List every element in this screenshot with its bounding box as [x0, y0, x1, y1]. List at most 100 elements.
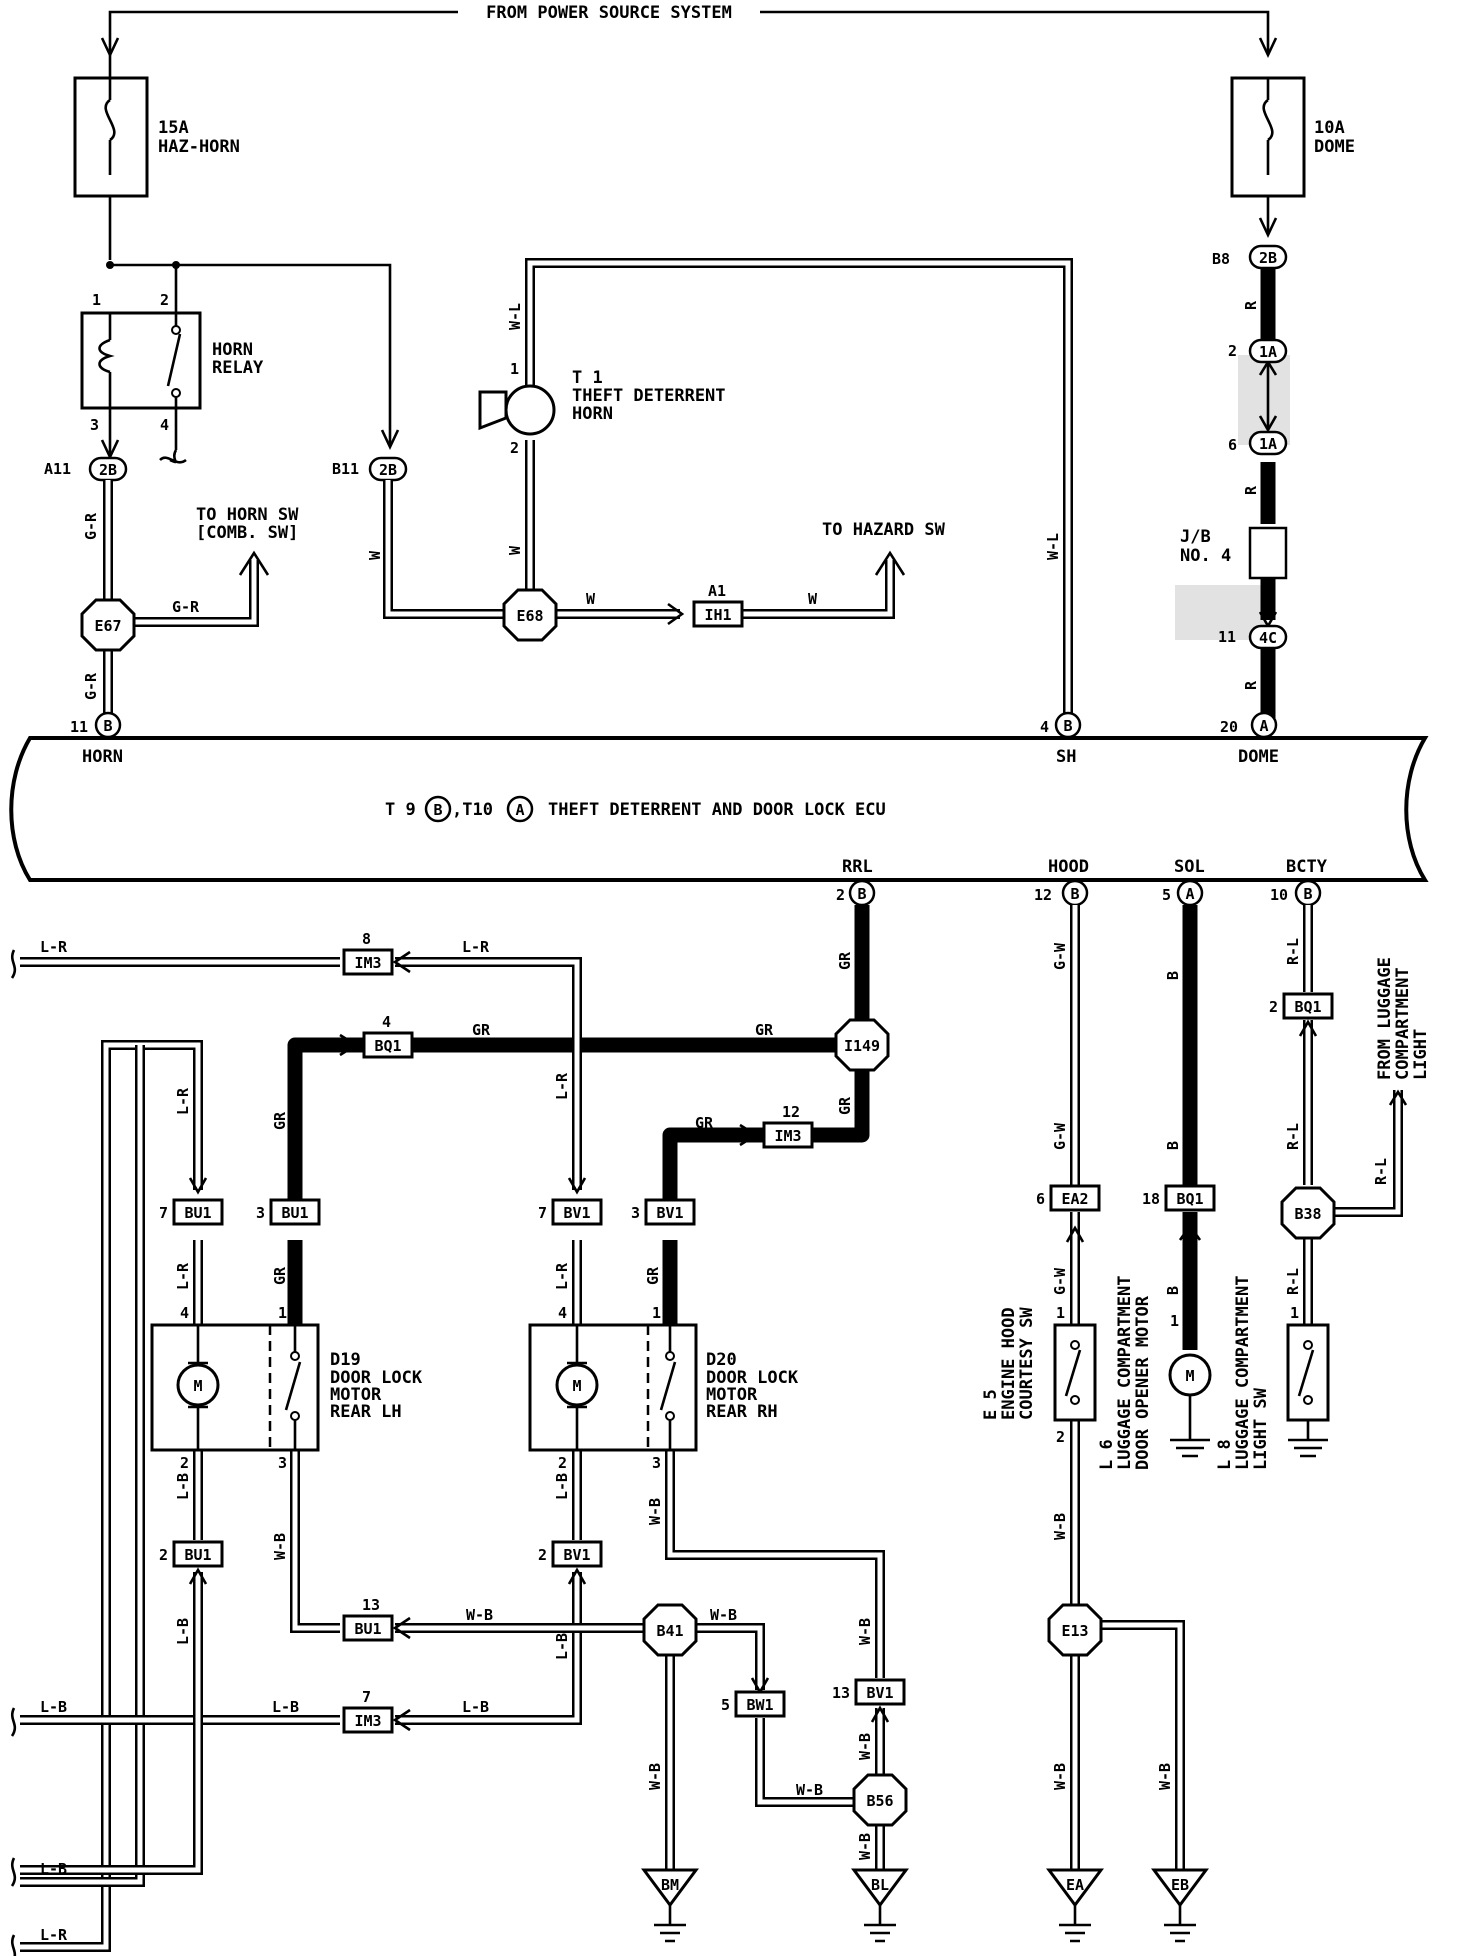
- svg-text:7: 7: [362, 1688, 371, 1706]
- svg-text:B: B: [857, 885, 866, 903]
- svg-text:W-B: W-B: [466, 1606, 493, 1624]
- svg-text:B38: B38: [1294, 1205, 1321, 1223]
- svg-text:A: A: [515, 801, 524, 819]
- svg-text:BU1: BU1: [281, 1204, 308, 1222]
- svg-text:L-R: L-R: [553, 1072, 571, 1100]
- svg-text:L-B: L-B: [553, 1473, 571, 1500]
- dome-feed: R R R J/B NO. 4: [1175, 268, 1290, 720]
- ground-bm: BM: [641, 1868, 699, 1943]
- svg-text:1A: 1A: [1259, 343, 1277, 361]
- svg-text:2B: 2B: [99, 461, 117, 479]
- svg-text:L-R: L-R: [553, 1262, 571, 1290]
- svg-text:R: R: [1242, 485, 1260, 495]
- svg-text:12: 12: [1034, 886, 1052, 904]
- svg-text:L-B: L-B: [40, 1698, 67, 1716]
- svg-text:NO. 4: NO. 4: [1180, 546, 1231, 566]
- svg-text:4: 4: [558, 1304, 567, 1322]
- svg-text:B: B: [1063, 717, 1072, 735]
- svg-text:W-B: W-B: [856, 1618, 874, 1645]
- svg-text:BCTY: BCTY: [1286, 857, 1328, 877]
- svg-text:GR: GR: [271, 1111, 289, 1130]
- connector-b11: B11 2B: [332, 456, 408, 482]
- relay-pin-3: 3: [90, 416, 99, 434]
- svg-text:T 1: T 1: [572, 368, 603, 388]
- svg-text:1: 1: [1170, 1312, 1179, 1330]
- svg-text:R-L: R-L: [1284, 1123, 1302, 1150]
- svg-text:18: 18: [1142, 1190, 1160, 1208]
- svg-text:GR: GR: [836, 951, 854, 970]
- svg-text:BV1: BV1: [563, 1204, 590, 1222]
- svg-text:REAR LH: REAR LH: [330, 1402, 402, 1422]
- svg-text:A1: A1: [708, 582, 726, 600]
- svg-text:BQ1: BQ1: [1294, 998, 1321, 1016]
- svg-text:A: A: [1259, 717, 1268, 735]
- svg-text:6: 6: [1228, 436, 1237, 454]
- fuse-dome-amp: 10A: [1314, 118, 1345, 138]
- svg-text:E68: E68: [516, 607, 543, 625]
- connector-b8: B8 2B: [1212, 244, 1288, 270]
- svg-text:R: R: [1242, 680, 1260, 690]
- svg-text:BU1: BU1: [184, 1204, 211, 1222]
- svg-text:COURTESY SW: COURTESY SW: [1017, 1307, 1037, 1420]
- svg-text:GR: GR: [644, 1266, 662, 1285]
- svg-text:B56: B56: [866, 1792, 893, 1810]
- svg-text:M: M: [572, 1377, 581, 1395]
- connector-c11: 11 4C: [1218, 624, 1288, 650]
- svg-text:7: 7: [538, 1204, 547, 1222]
- svg-text:B41: B41: [656, 1622, 683, 1640]
- svg-text:2: 2: [180, 1454, 189, 1472]
- svg-text:A: A: [1185, 885, 1194, 903]
- to-horn-sw-2: [COMB. SW]: [196, 523, 298, 543]
- svg-text:2: 2: [836, 886, 845, 904]
- svg-text:B: B: [1303, 885, 1312, 903]
- svg-text:GR: GR: [472, 1021, 491, 1039]
- connector-c6: 6 1A: [1228, 430, 1288, 456]
- fuse-haz-horn-amp: 15A: [158, 118, 189, 138]
- svg-text:5: 5: [721, 1696, 730, 1714]
- svg-text:L 6: L 6: [1097, 1439, 1117, 1470]
- svg-text:W-B: W-B: [271, 1533, 289, 1560]
- svg-text:THEFT DETERRENT AND DOOR LOCK: THEFT DETERRENT AND DOOR LOCK ECU: [548, 800, 886, 820]
- svg-text:L-R: L-R: [174, 1262, 192, 1290]
- svg-text:1: 1: [510, 360, 519, 378]
- svg-text:BU1: BU1: [184, 1546, 211, 1564]
- svg-text:2: 2: [1269, 998, 1278, 1016]
- svg-text:1: 1: [1056, 1304, 1065, 1322]
- svg-text:W-B: W-B: [646, 1763, 664, 1790]
- svg-text:,T10: ,T10: [452, 800, 493, 820]
- svg-text:IM3: IM3: [354, 1712, 381, 1730]
- svg-text:IM3: IM3: [774, 1127, 801, 1145]
- svg-text:3: 3: [631, 1204, 640, 1222]
- svg-text:12: 12: [782, 1103, 800, 1121]
- svg-text:FROM LUGGAGE: FROM LUGGAGE: [1375, 957, 1395, 1080]
- svg-text:B: B: [1070, 885, 1079, 903]
- svg-text:HORN: HORN: [572, 404, 613, 424]
- svg-text:7: 7: [159, 1204, 168, 1222]
- svg-text:IM3: IM3: [354, 954, 381, 972]
- svg-text:D19: D19: [330, 1350, 361, 1370]
- svg-text:W-B: W-B: [646, 1498, 664, 1525]
- svg-text:BQ1: BQ1: [374, 1037, 401, 1055]
- svg-text:GR: GR: [836, 1096, 854, 1115]
- fuse-haz-horn: 15A HAZ-HORN: [73, 55, 240, 260]
- splice-b41: B41: [642, 1603, 698, 1657]
- svg-text:IH1: IH1: [704, 606, 731, 624]
- svg-text:B: B: [103, 717, 112, 735]
- svg-text:SH: SH: [1056, 747, 1076, 767]
- svg-text:2: 2: [1056, 1428, 1065, 1446]
- svg-text:DOOR LOCK: DOOR LOCK: [330, 1368, 423, 1388]
- connector-bq1-2: BQ1 2: [1269, 992, 1334, 1020]
- svg-text:11: 11: [1218, 628, 1236, 646]
- svg-text:RRL: RRL: [842, 857, 873, 877]
- svg-text:L-R: L-R: [40, 938, 68, 956]
- svg-text:B: B: [1164, 971, 1182, 980]
- svg-text:BV1: BV1: [866, 1684, 893, 1702]
- svg-text:W-B: W-B: [710, 1606, 737, 1624]
- svg-text:BM: BM: [661, 1876, 679, 1894]
- switch-l8: 1 L 8 LUGGAGE COMPARTMENT LIGHT SW: [1215, 1276, 1330, 1470]
- svg-text:1A: 1A: [1259, 435, 1277, 453]
